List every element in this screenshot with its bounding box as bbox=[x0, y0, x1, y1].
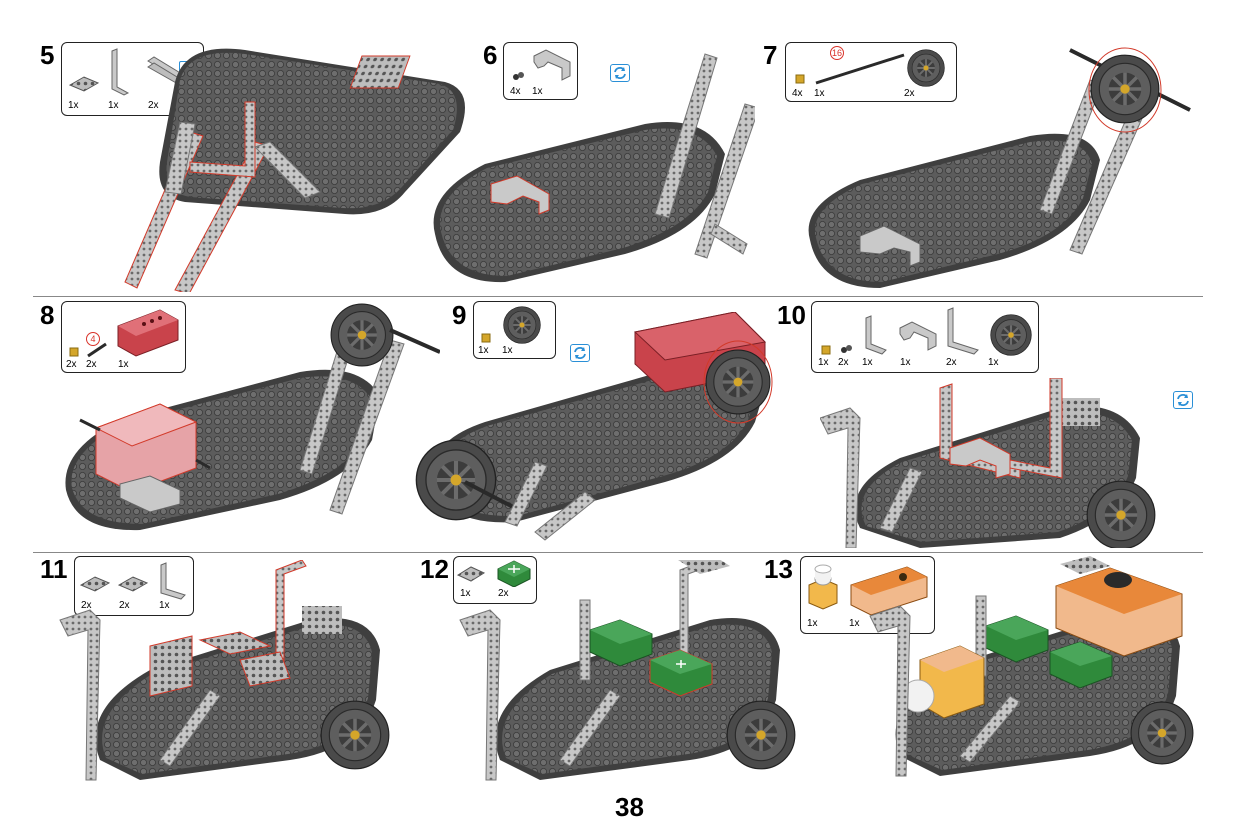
row-divider bbox=[33, 296, 1203, 297]
parts-callout: 4x 16 1x 2x bbox=[785, 42, 957, 102]
l-bracket-icon bbox=[111, 48, 130, 96]
nut-icon bbox=[795, 74, 805, 84]
screw-nut-icon bbox=[513, 72, 524, 80]
part-qty: 2x bbox=[498, 588, 509, 599]
axle-4-icon bbox=[87, 342, 107, 358]
part-qty: 1x bbox=[862, 357, 873, 368]
plate-2x2-icon bbox=[68, 76, 100, 92]
part-qty: 1x bbox=[108, 100, 119, 111]
step-number: 10 bbox=[777, 300, 806, 330]
parts-callout: 4x 1x bbox=[503, 42, 578, 100]
part-qty: 1x bbox=[460, 588, 471, 599]
part-qty: 1x bbox=[532, 86, 543, 97]
l-bracket-icon bbox=[865, 315, 887, 355]
part-qty: 1x bbox=[118, 359, 129, 370]
length-badge: 16 bbox=[830, 46, 844, 60]
nut-icon bbox=[481, 333, 491, 343]
assembly-illustration bbox=[808, 47, 1191, 288]
assembly-illustration bbox=[65, 302, 440, 531]
l-bracket-long-icon bbox=[947, 307, 979, 355]
part-qty: 2x bbox=[66, 359, 77, 370]
u-bracket-icon bbox=[899, 321, 937, 351]
parts-callout: 1x 1x bbox=[473, 301, 556, 359]
rotate-model-icon bbox=[610, 64, 630, 82]
parts-callout: 1x 2x bbox=[453, 556, 537, 604]
parts-callout: 1x 2x 1x 1x 2x 1x bbox=[811, 301, 1039, 373]
parts-callout: 2x 2x 1x bbox=[74, 556, 194, 616]
step-number: 13 bbox=[764, 554, 793, 584]
part-qty: 2x bbox=[86, 359, 97, 370]
step-number: 9 bbox=[452, 300, 467, 330]
assembly-illustration bbox=[459, 560, 810, 781]
rotate-model-icon bbox=[1173, 391, 1193, 409]
parts-callout: 1x 1x bbox=[800, 556, 935, 634]
length-badge: 4 bbox=[86, 332, 100, 346]
part-qty: 4x bbox=[792, 88, 803, 99]
part-qty: 2x bbox=[904, 88, 915, 99]
part-qty: 4x bbox=[510, 86, 521, 97]
motor-icon bbox=[117, 309, 179, 357]
orange-module-icon bbox=[850, 566, 928, 616]
part-qty: 1x bbox=[988, 357, 999, 368]
wheel-icon bbox=[990, 314, 1032, 356]
step-number: 5 bbox=[40, 40, 55, 70]
part-qty: 2x bbox=[838, 357, 849, 368]
screw-nut-icon bbox=[841, 345, 852, 353]
green-module-icon bbox=[497, 560, 531, 587]
part-qty: 2x bbox=[946, 357, 957, 368]
part-qty: 1x bbox=[159, 600, 170, 611]
axle-16-icon bbox=[815, 53, 905, 85]
part-qty: 1x bbox=[900, 357, 911, 368]
button-module-icon bbox=[808, 564, 838, 610]
assembly-illustration bbox=[433, 53, 755, 283]
step-number: 11 bbox=[40, 554, 68, 584]
step-number: 7 bbox=[763, 40, 778, 70]
part-qty: 1x bbox=[68, 100, 79, 111]
part-qty: 1x bbox=[478, 345, 489, 356]
step-number: 6 bbox=[483, 40, 498, 70]
part-qty: 2x bbox=[119, 600, 130, 611]
part-qty: 1x bbox=[849, 618, 860, 629]
part-qty: 2x bbox=[81, 600, 92, 611]
part-qty: 1x bbox=[818, 357, 829, 368]
row-divider bbox=[33, 552, 1203, 553]
assembly-illustration bbox=[405, 312, 773, 541]
part-qty: 1x bbox=[814, 88, 825, 99]
nut-icon bbox=[69, 347, 79, 357]
step-number: 12 bbox=[420, 554, 449, 584]
assembly-illustration bbox=[124, 48, 465, 292]
nut-icon bbox=[821, 345, 831, 355]
u-bracket-icon bbox=[533, 49, 571, 81]
rotate-model-icon bbox=[570, 344, 590, 362]
part-qty: 1x bbox=[807, 618, 818, 629]
plate-2x2-icon bbox=[117, 576, 149, 592]
plate-2x2-icon bbox=[79, 576, 111, 592]
assembly-illustration bbox=[59, 560, 400, 781]
part-qty: 2x bbox=[148, 100, 159, 111]
assembly-illustration bbox=[820, 378, 1156, 548]
page-number: 38 bbox=[615, 792, 644, 822]
parts-callout: 2x 4 2x 1x bbox=[61, 301, 186, 373]
assembly-illustration bbox=[869, 556, 1200, 777]
part-qty: 1x bbox=[502, 345, 513, 356]
step-number: 8 bbox=[40, 300, 55, 330]
l-bracket-icon bbox=[160, 562, 186, 600]
plate-2x2-icon bbox=[456, 566, 486, 582]
